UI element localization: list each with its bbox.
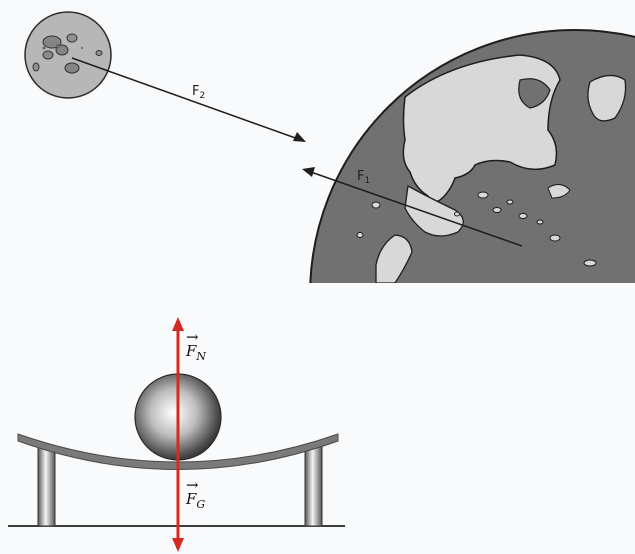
ball-track-diagram: → FN → FG	[8, 317, 345, 552]
force-arrow-f1	[302, 167, 523, 247]
svg-text:FG: FG	[185, 490, 205, 511]
f2-label: F2	[192, 84, 205, 101]
curved-track	[17, 433, 339, 470]
svg-text:FN: FN	[185, 342, 206, 363]
svg-text:→: →	[186, 328, 199, 346]
svg-text:→: →	[186, 476, 199, 494]
gravity-force-arrow	[172, 420, 184, 552]
gravity-diagram: F2 F1	[24, 11, 635, 283]
moon-illustration	[24, 11, 112, 99]
support-post-right	[304, 446, 323, 527]
gravity-force-label: → FG	[185, 476, 205, 511]
support-post-left	[37, 446, 56, 527]
force-arrow-f2	[71, 57, 306, 142]
f1-label: F1	[357, 169, 370, 186]
earth-illustration	[309, 29, 635, 283]
normal-force-label: → FN	[185, 328, 206, 363]
